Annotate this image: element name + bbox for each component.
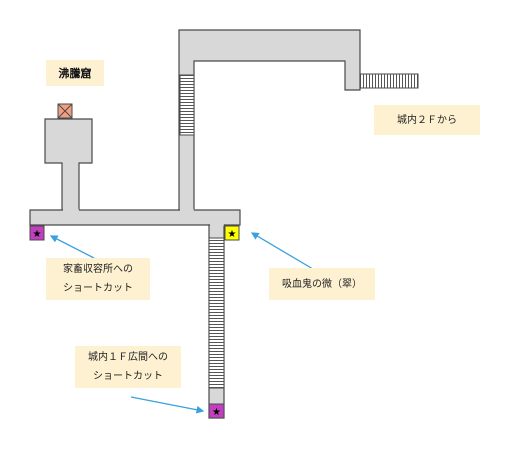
arrow-livestock [49,235,95,259]
upper-corridor [178,29,361,211]
note-livestock-shortcut: 家畜収容所への ショートカット [46,258,150,300]
stairs-icon[interactable] [359,73,419,89]
arrow-vampire [250,232,319,273]
star-icon: ★ [212,407,221,418]
note-livestock-line1: 家畜収容所への [63,264,133,275]
stairs-icon[interactable] [179,74,195,136]
note-castle-2f: 城内２Ｆから [374,105,480,135]
note-vampire-text: 吸血鬼の微（翠） [282,278,362,290]
left-room [44,118,93,211]
castle-1f-shortcut-tile[interactable]: ★ [208,403,225,419]
vampire-tile[interactable]: ★ [224,225,240,241]
horizontal-corridor [29,209,241,226]
note-castle-2f-text: 城内２Ｆから [397,114,457,126]
note-castle-1f-line1: 城内１Ｆ広間への [88,352,168,363]
livestock-shortcut-tile[interactable]: ★ [29,225,45,241]
note-vampire: 吸血鬼の微（翠） [269,268,375,300]
note-castle-1f-line2: ショートカット [93,371,163,382]
arrow-castle-1f [130,396,205,414]
star-icon: ★ [228,229,237,240]
area-title: 沸騰窟 [46,60,104,86]
crate-icon[interactable] [57,103,73,119]
star-icon: ★ [33,229,42,240]
note-livestock-line2: ショートカット [63,283,133,294]
stairs-icon[interactable] [208,237,225,389]
note-castle-1f-shortcut: 城内１Ｆ広間への ショートカット [75,346,181,388]
